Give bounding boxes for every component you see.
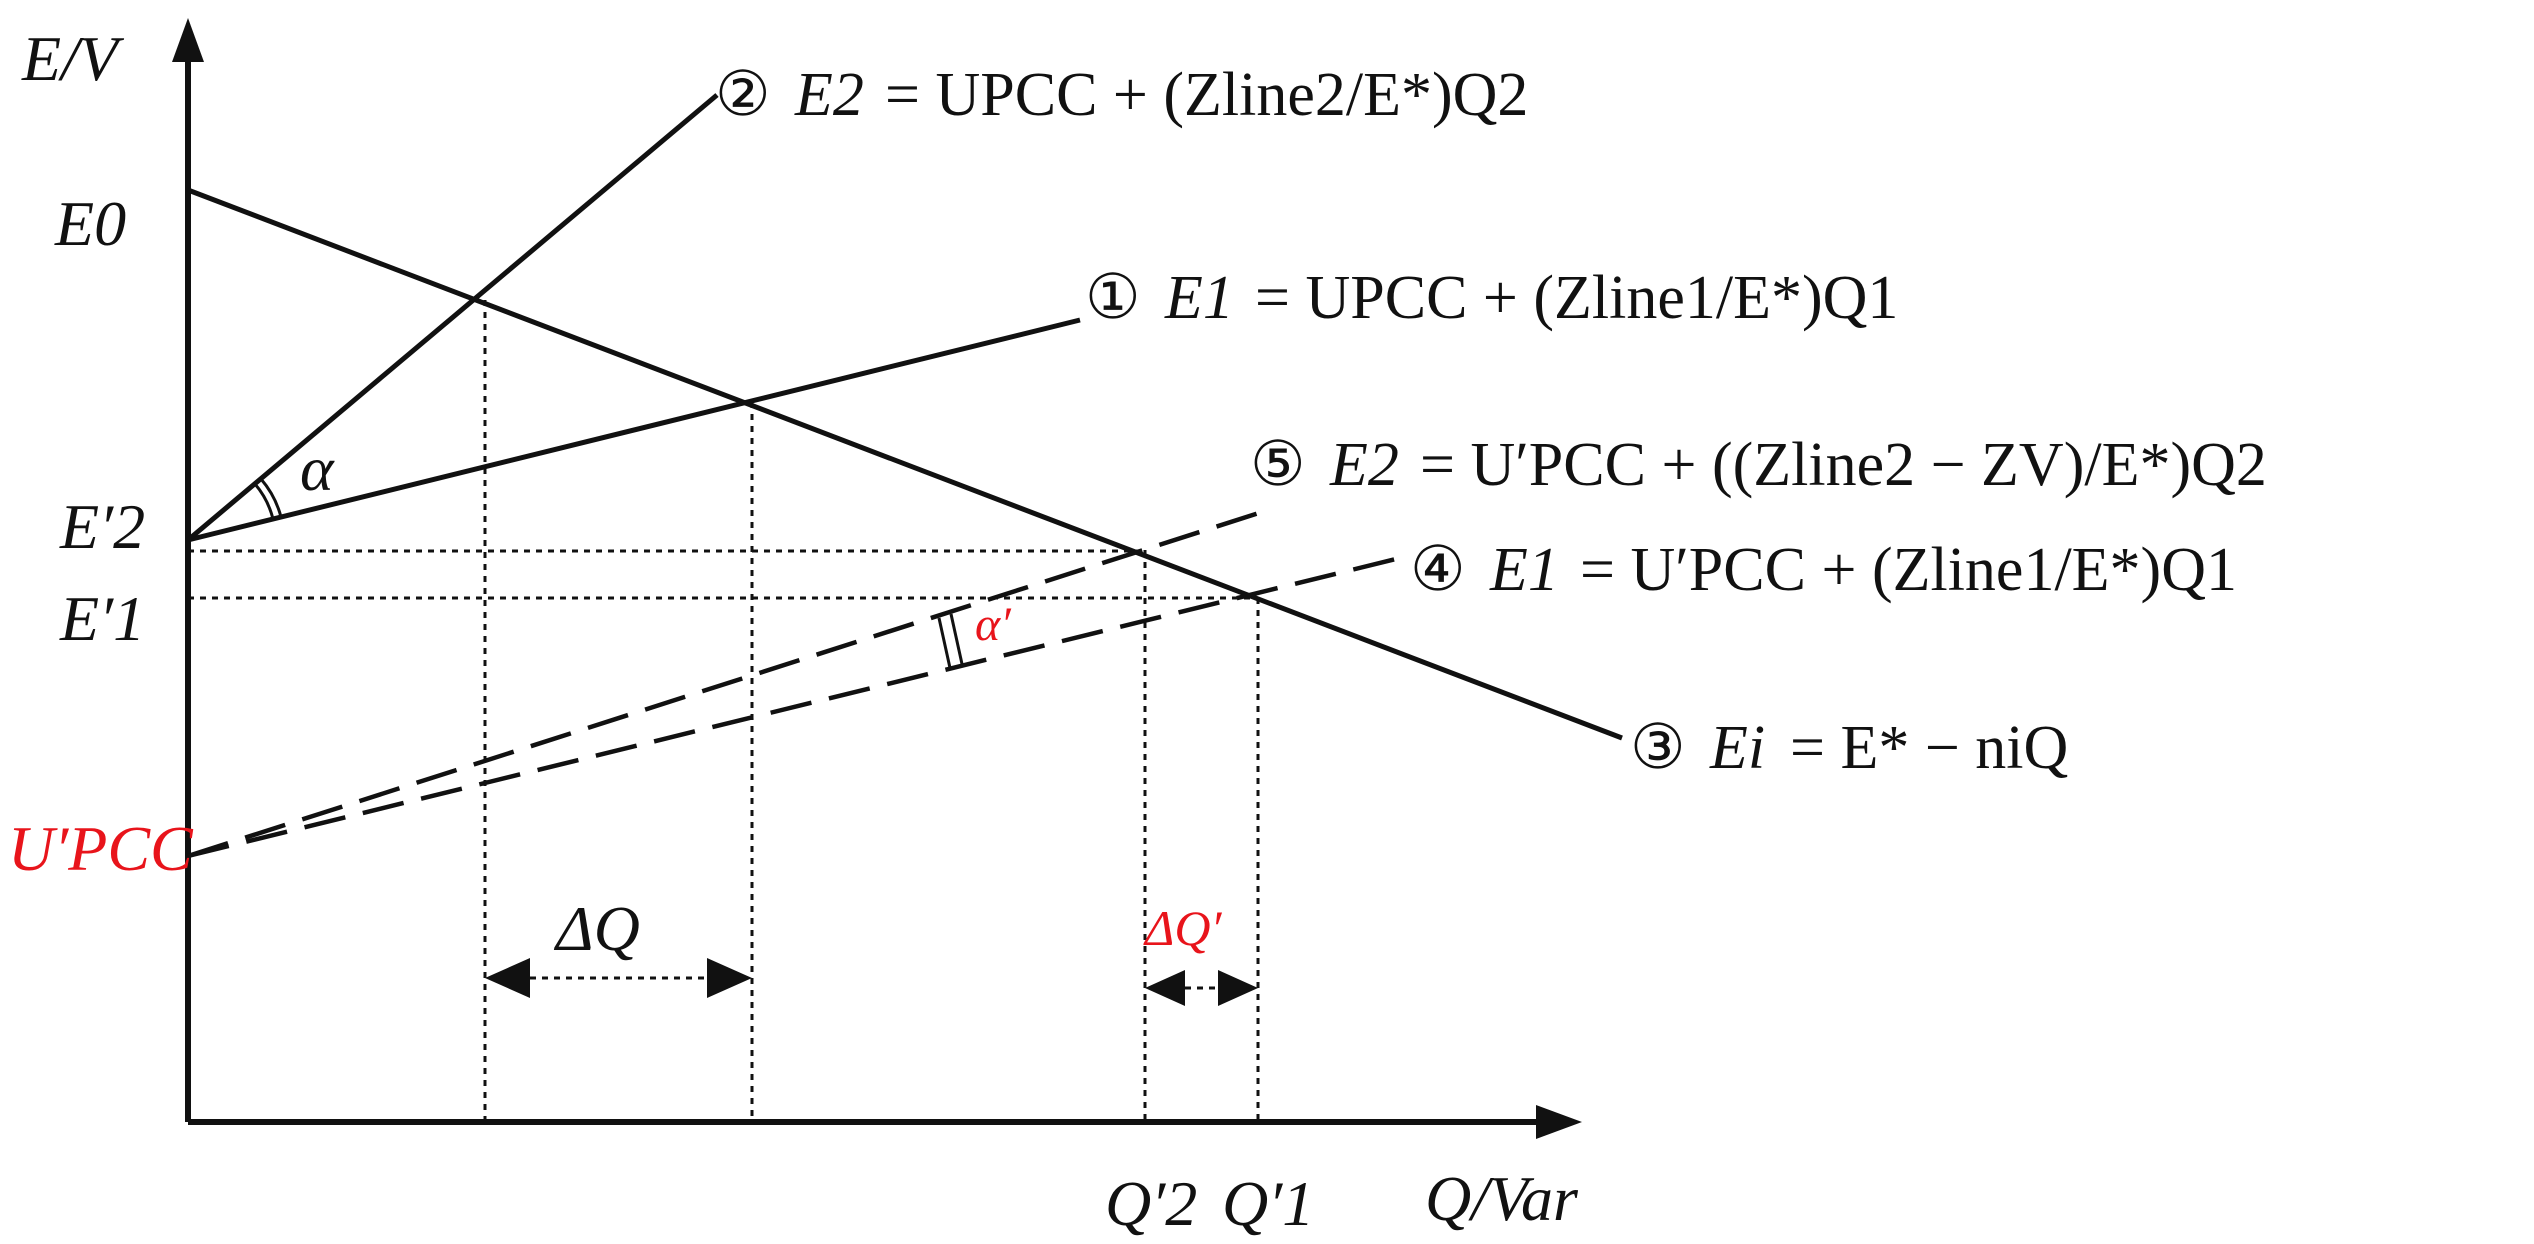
equation-3: ③ Ei = E* − niQ xyxy=(1630,714,2068,782)
axes xyxy=(185,52,1560,1125)
delta-q-arrow-right xyxy=(707,958,752,998)
eq1-rhs: = UPCC + (Zline1/E*)Q1 xyxy=(1255,264,1898,332)
delta-qp-arrow-right xyxy=(1218,970,1258,1006)
line-3-droop xyxy=(187,187,1623,741)
delta-qp-arrow-left xyxy=(1145,970,1185,1006)
tick-e2p: E′2 xyxy=(59,491,145,562)
line-5-e2-dashed xyxy=(187,509,1263,859)
y-axis-arrow xyxy=(172,18,204,62)
line-4-e1-dashed xyxy=(187,556,1397,859)
line-1-e1 xyxy=(187,317,1081,543)
eq2-rhs: = UPCC + (Zline2/E*)Q2 xyxy=(885,61,1528,129)
eq3-lhs: Ei xyxy=(1709,714,1765,782)
alpha-prime-label: α′ xyxy=(975,598,1012,651)
line-2-e2 xyxy=(186,93,719,542)
eq5-number: ⑤ xyxy=(1250,431,1306,499)
equation-5: ⑤ E2 = U′PCC + ((Zline2 − ZV)/E*)Q2 xyxy=(1250,431,2267,499)
equation-2: ② E2 = UPCC + (Zline2/E*)Q2 xyxy=(715,61,1528,129)
eq5-rhs: = U′PCC + ((Zline2 − ZV)/E*)Q2 xyxy=(1420,431,2267,499)
tick-e0: E0 xyxy=(54,188,126,259)
delta-qp-label: ΔQ′ xyxy=(1143,900,1222,956)
eq4-lhs: E1 xyxy=(1489,536,1559,604)
eq1-number: ① xyxy=(1085,264,1141,332)
alpha-arc-outer xyxy=(259,478,283,518)
alpha-arc-inner xyxy=(253,483,275,520)
equation-4: ④ E1 = U′PCC + (Zline1/E*)Q1 xyxy=(1410,536,2237,604)
alpha-prime-mark-b xyxy=(949,613,964,665)
alpha-prime-mark-a xyxy=(937,617,952,669)
equation-1: ① E1 = UPCC + (Zline1/E*)Q1 xyxy=(1085,264,1898,332)
delta-q-arrow-left xyxy=(485,958,530,998)
tick-q2p: Q′2 xyxy=(1105,1168,1197,1239)
eq2-lhs: E2 xyxy=(794,61,864,129)
eq3-number: ③ xyxy=(1630,714,1686,782)
tick-q1p: Q′1 xyxy=(1222,1168,1314,1239)
eq4-rhs: = U′PCC + (Zline1/E*)Q1 xyxy=(1580,536,2237,604)
x-axis-label: Q/Var xyxy=(1425,1163,1579,1234)
eq3-rhs: = E* − niQ xyxy=(1790,714,2068,782)
eq5-lhs: E2 xyxy=(1329,431,1399,499)
y-axis-label: E/V xyxy=(21,23,125,94)
eq4-number: ④ xyxy=(1410,536,1466,604)
alpha-label: α xyxy=(300,433,335,504)
tick-upcc: U′PCC xyxy=(8,813,194,884)
x-axis-arrow xyxy=(1536,1105,1582,1139)
eq2-number: ② xyxy=(715,61,771,129)
eq1-lhs: E1 xyxy=(1164,264,1234,332)
tick-e1p: E′1 xyxy=(59,583,145,654)
delta-q-label: ΔQ xyxy=(553,893,640,964)
